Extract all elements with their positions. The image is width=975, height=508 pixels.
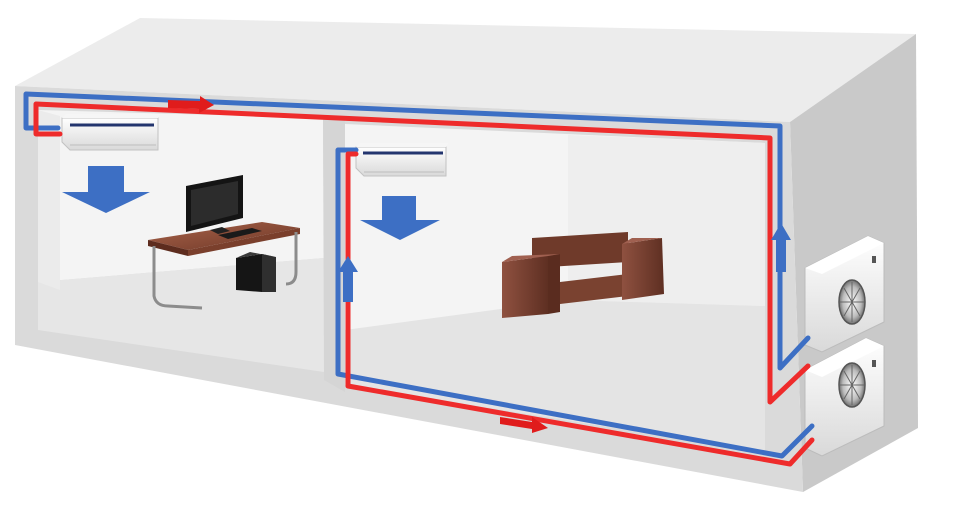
computer-monitor <box>186 175 262 239</box>
building-roof <box>15 18 916 122</box>
cold-flow-arrow-up <box>771 223 791 272</box>
hot-refrigerant-line <box>33 101 815 467</box>
room-living-floor <box>345 300 765 452</box>
hot-flow-arrow-right <box>500 417 548 433</box>
flow-arrows <box>168 96 791 433</box>
indoor-ac-unit-living <box>355 143 448 177</box>
pc-tower <box>236 252 276 292</box>
cold-airflow-arrow <box>360 196 440 240</box>
cold-flow-arrow-up <box>338 256 358 302</box>
room-office-wall-shade <box>38 110 60 290</box>
outdoor-units <box>804 235 885 457</box>
sofa <box>502 232 664 318</box>
keyboard <box>218 228 262 239</box>
living-contents <box>355 143 664 318</box>
cold-airflow-arrow <box>62 166 150 213</box>
cold-refrigerant-line <box>23 91 815 459</box>
refrigerant-pipes <box>23 91 815 467</box>
hot-flow-arrow-right <box>168 96 214 113</box>
divider-wall <box>323 116 345 392</box>
office-contents <box>61 114 300 310</box>
indoor-ac-unit-office <box>61 114 160 151</box>
room-living-right-wall <box>568 135 765 306</box>
outdoor-unit-top <box>804 235 885 353</box>
outdoor-unit-bottom <box>804 337 885 457</box>
